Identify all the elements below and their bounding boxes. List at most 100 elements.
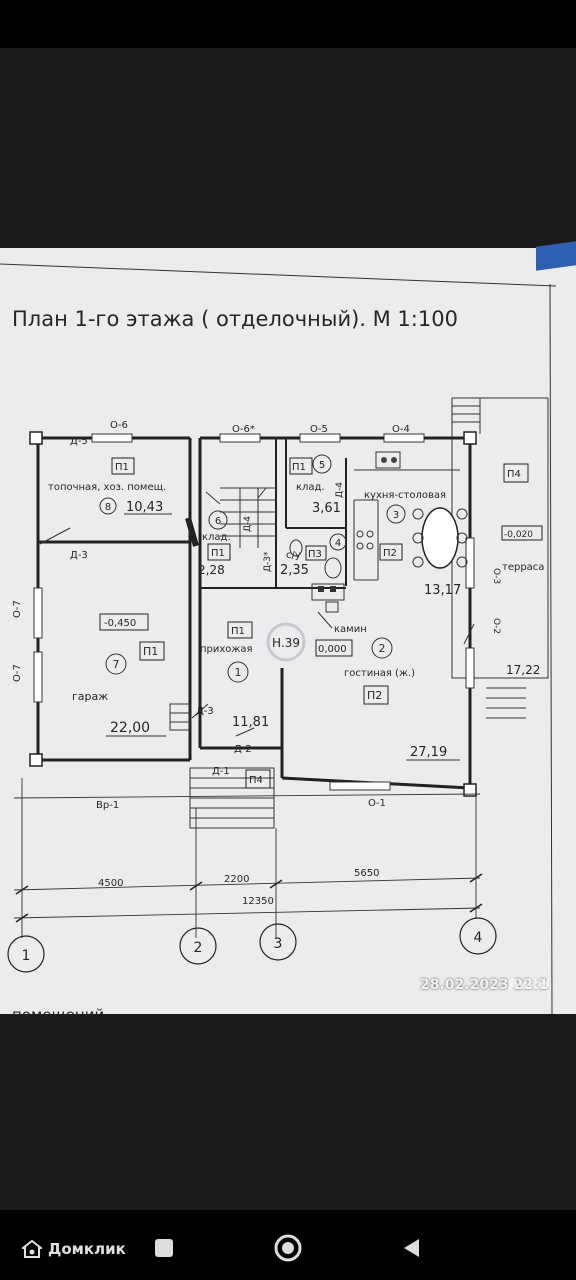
- room-name-1: прихожая: [200, 644, 253, 655]
- label-d3-entry: Д-3: [196, 706, 214, 717]
- label-o4: О-4: [392, 424, 410, 435]
- axis-markers: [7, 917, 497, 973]
- room-name-8: топочная, хоз. помещ.: [48, 482, 166, 493]
- label-d3star: Д-3*: [263, 551, 273, 572]
- label-d2: Д-2: [234, 744, 252, 755]
- room-area-6: 2,28: [198, 563, 225, 577]
- label-o7-upper: О-7: [12, 600, 23, 618]
- room-area-8: 10,43: [126, 500, 163, 515]
- room-number-6: 6: [215, 516, 221, 527]
- label-vr1: Вр-1: [96, 800, 119, 811]
- domclick-label: Домклик: [48, 1240, 126, 1258]
- label-o6: О-6: [110, 420, 128, 431]
- floor-plan-sheet: План 1-го этажа ( отделочный). М 1:100: [0, 248, 576, 1014]
- sheet-border-top: [0, 263, 557, 287]
- fireplace-symbol: [311, 583, 345, 613]
- label-o6star: О-6*: [232, 424, 255, 435]
- fireplace-label: камин: [334, 624, 367, 635]
- label-o7-lower: О-7: [12, 664, 23, 682]
- dimension-total: 12350: [242, 896, 274, 907]
- entrance-steps: [189, 767, 275, 829]
- room-name-3: кухня-столовая: [364, 490, 446, 501]
- room-number-3: 3: [393, 510, 399, 521]
- floor-tag-r8: [111, 457, 135, 475]
- floor-type-room8: П1: [115, 462, 129, 473]
- domclick-logo-icon: [22, 1240, 42, 1258]
- circle-icon: [274, 1234, 302, 1262]
- label-o1: О-1: [368, 798, 386, 809]
- room-number-7: 7: [113, 658, 120, 671]
- staircase: [205, 487, 276, 548]
- label-o5: О-5: [310, 424, 328, 435]
- terrace-steps: [452, 398, 526, 719]
- dimension-lines: [13, 778, 483, 938]
- back-triangle-icon: [404, 1239, 419, 1257]
- photo-timestamp: 28.02.2023 22:1: [420, 977, 549, 993]
- room-name-4: с/у: [286, 550, 301, 561]
- avito-watermark: Avito: [508, 977, 549, 993]
- floor-type-terrace: П4: [507, 469, 521, 480]
- terrace-area: 17,22: [506, 663, 540, 677]
- label-o3: О-3: [491, 568, 501, 584]
- label-d3-garage: Д-3: [70, 550, 88, 561]
- floor-type-room1: П1: [231, 626, 245, 637]
- cut-off-caption: помещений: [12, 1006, 104, 1014]
- room-number-1: 1: [235, 666, 242, 679]
- axis-label-1: 1: [22, 948, 31, 964]
- dimension-5650: 5650: [354, 868, 379, 879]
- label-d4-storage: Д-4: [243, 516, 253, 532]
- recent-apps-button[interactable]: [144, 1228, 184, 1268]
- bathroom-fixtures: [289, 539, 342, 579]
- room-name-7: гараж: [72, 690, 108, 703]
- floor-type-room3: П2: [383, 548, 397, 559]
- room-number-8: 8: [105, 502, 111, 513]
- status-bar: [0, 0, 576, 48]
- dimension-2200: 2200: [224, 874, 249, 885]
- room-area-7: 22,00: [110, 720, 150, 736]
- room-area-4: 2,35: [280, 563, 309, 578]
- room-number-5: 5: [319, 460, 325, 471]
- axis-label-2: 2: [194, 940, 203, 956]
- level-mark-terrace: -0,020: [504, 530, 533, 540]
- domclick-brand[interactable]: Домклик: [22, 1240, 126, 1258]
- room-name-6: клад.: [202, 532, 231, 543]
- axis-label-4: 4: [474, 930, 483, 946]
- seal-stamp: Н.39: [266, 622, 306, 662]
- kitchen-appliances: [356, 451, 401, 550]
- home-button[interactable]: [268, 1228, 308, 1268]
- label-d4-upper: Д-4: [335, 482, 345, 498]
- back-button[interactable]: [392, 1228, 432, 1268]
- garage-steps: [169, 703, 191, 731]
- floor-type-porch: П4: [249, 775, 263, 786]
- floor-type-room4: П3: [308, 549, 322, 560]
- dining-table: [412, 507, 468, 569]
- door-swings: [39, 527, 475, 737]
- room-number-2: 2: [379, 642, 386, 655]
- window-marks: [33, 433, 475, 791]
- axis-label-3: 3: [274, 936, 283, 952]
- room-area-1: 11,81: [232, 715, 269, 730]
- svg-text:Н.39: Н.39: [272, 636, 300, 650]
- terrace-name: терраса: [502, 562, 544, 573]
- room-area-3: 13,17: [424, 583, 461, 598]
- room-area-5: 3,61: [312, 501, 341, 516]
- label-d1: Д-1: [212, 766, 230, 777]
- label-o2: О-2: [491, 618, 501, 634]
- level-mark-garage: -0,450: [104, 618, 136, 629]
- square-icon: [155, 1239, 173, 1257]
- dimension-4500: 4500: [98, 878, 123, 889]
- level-mark-living: 0,000: [318, 644, 347, 655]
- partitions: [38, 438, 460, 589]
- floor-type-room7: П1: [143, 645, 158, 658]
- floor-type-room6: П1: [211, 548, 225, 559]
- plan-title: План 1-го этажа ( отделочный). М 1:100: [12, 307, 458, 331]
- floor-type-room2: П2: [367, 689, 382, 702]
- room-area-2: 27,19: [410, 745, 447, 760]
- floor-type-room5: П1: [292, 462, 306, 473]
- room-name-2: гостиная (ж.): [344, 668, 415, 679]
- room-number-4: 4: [335, 538, 341, 549]
- sheet-border-right: [549, 283, 553, 1014]
- floor-plan-drawing: План 1-го этажа ( отделочный). М 1:100: [0, 263, 557, 1014]
- room-name-5: клад.: [296, 482, 325, 493]
- label-d5: Д-5: [70, 436, 88, 447]
